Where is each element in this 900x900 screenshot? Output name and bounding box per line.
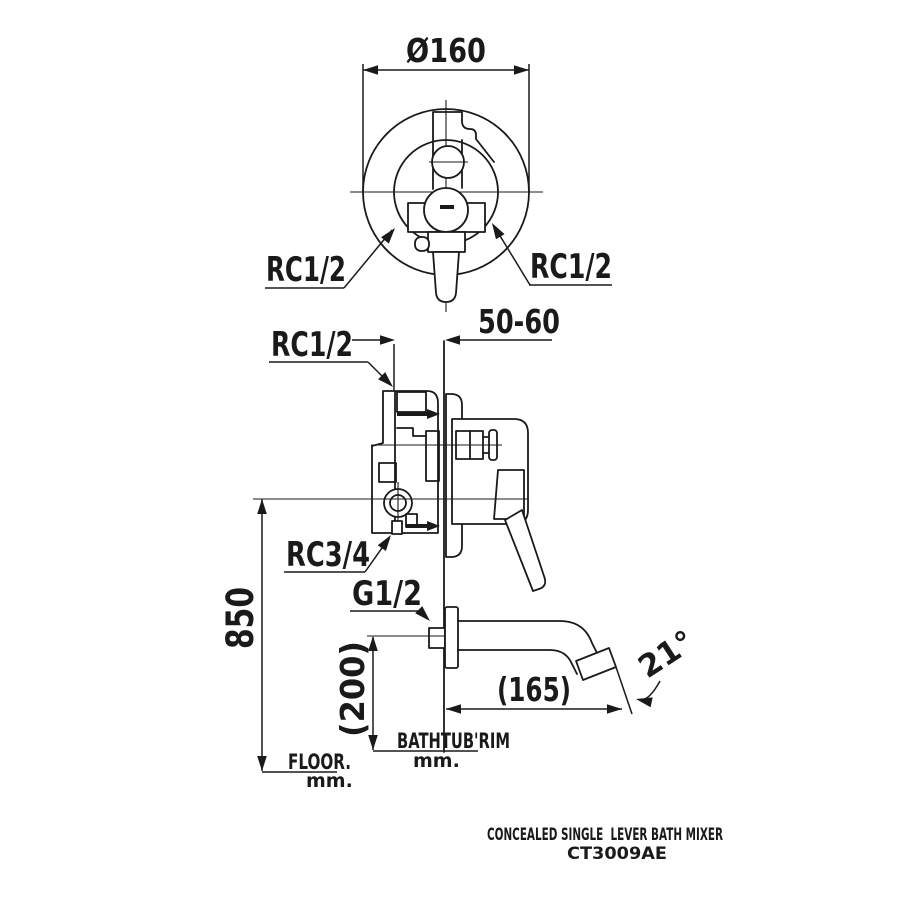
bath-spout [428,606,633,715]
lever-handle-side [504,509,547,592]
spout-aerator-tip [575,647,617,681]
drop-200-label: (200) [333,641,372,737]
bathtub-rim-unit-label: mm. [413,750,460,772]
arrowhead-down [257,756,267,771]
spout-shank-nut [428,627,446,649]
leader-arrowhead [377,535,391,551]
product-title: CONCEALED SINGLE LEVER BATH MIXER [487,825,723,845]
concealed-valve-body [371,390,440,535]
floor-reference: FLOOR. mm. [262,750,353,792]
lever-collar [427,231,466,253]
leader-arrowhead [381,228,395,244]
product-model-code: CT3009AE [567,844,667,864]
trim-side-profile [371,393,547,592]
internal-step [396,427,427,437]
side-view: 50-60 RC1/2 [219,302,701,792]
rc34-callout: RC3/4 [284,535,391,575]
cartridge [425,430,440,482]
spout-wall-flange [444,606,459,669]
g12-callout: G1/2 [350,574,430,621]
lever-ball [423,187,469,233]
floor-unit-label: mm. [306,770,353,792]
g12-label: G1/2 [352,574,422,614]
angle-leader-arrowhead [636,697,653,708]
upper-flow-arrowhead [427,409,440,419]
leader-arrowhead [378,372,393,387]
bathtub-rim-reference: BATHTUB'RIM mm. [373,729,510,772]
spout-drop-dimension: (200) [333,635,444,750]
rc12-right-callout: RC1/2 [492,223,612,287]
leader-arrowhead [415,606,430,621]
arrowhead-up [368,636,378,651]
front-view: Ø160 RC1/2 RC1/2 [265,31,612,312]
handle-front-detail [407,111,495,303]
leader-arrowhead [492,223,505,240]
lever-handle-front [432,251,460,303]
arrowhead-right [514,65,529,75]
spout-tube-bottom [457,649,578,675]
collar-ear [414,236,430,252]
rc12-left-label: RC1/2 [266,250,346,290]
rc12-right-label: RC1/2 [530,247,612,287]
arrowhead-down [368,735,378,750]
height-850-label: 850 [219,587,262,649]
arrowhead-up [257,499,267,514]
rc34-label: RC3/4 [286,535,370,575]
arrowhead-right-pointing [380,335,395,345]
bathtub-rim-label: BATHTUB'RIM [397,729,510,753]
angle-reference-line [615,666,633,715]
height-dimension: 850 [219,499,267,771]
lower-flow-arrowhead [427,521,440,531]
wall-depth-label: 50-60 [478,302,560,341]
arrowhead-right [607,704,622,714]
outlet-boss [378,462,397,483]
diverter-housing-outline [432,111,495,190]
rc12-side-label: RC1/2 [271,325,353,365]
arrowhead-left-pointing [445,335,460,345]
reach-165-label: (165) [497,670,571,709]
rc34-stub [391,520,403,535]
spout-angle-callout: 21° [632,624,701,708]
rc12-left-callout: RC1/2 [265,228,395,290]
floor-label: FLOOR. [288,750,351,774]
spout-reach-dimension: (165) [446,670,622,714]
wall-depth-dimension: 50-60 [352,302,560,390]
diameter-160-label: Ø160 [406,31,486,70]
rc12-side-callout: RC1/2 [269,325,393,387]
arrowhead-left [446,704,461,714]
title-block: CONCEALED SINGLE LEVER BATH MIXER CT3009… [487,825,723,864]
spout-tube-top [457,620,598,654]
diameter-dimension: Ø160 [362,31,530,192]
angle-21-label: 21° [632,624,701,686]
arrowhead-left [363,65,378,75]
